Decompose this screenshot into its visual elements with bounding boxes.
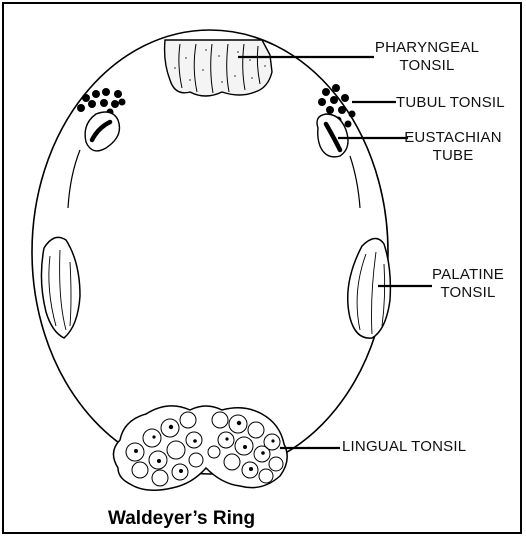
eustachian-tube-label-line1: EUSTACHIAN bbox=[400, 129, 506, 147]
left-eustachian-tube-shape bbox=[68, 112, 120, 208]
lingual-tonsil-shape bbox=[113, 406, 287, 490]
palatine-tonsil-label-line2: TONSIL bbox=[428, 284, 508, 302]
tubul-tonsil-label-text: TUBUL TONSIL bbox=[396, 94, 505, 111]
eustachian-tube-label-line2: TUBE bbox=[400, 147, 506, 165]
lingual-tonsil-label: LINGUAL TONSIL bbox=[342, 438, 466, 456]
eustachian-tube-label: EUSTACHIAN TUBE bbox=[400, 129, 506, 165]
pharyngeal-tonsil-label: PHARYNGEAL TONSIL bbox=[372, 39, 482, 75]
diagram-title: Waldeyer’s Ring bbox=[108, 508, 255, 530]
left-tubal-tonsil-dots bbox=[77, 88, 126, 116]
pharyngeal-tonsil-label-line2: TONSIL bbox=[372, 57, 482, 75]
pharyngeal-tonsil-label-line1: PHARYNGEAL bbox=[372, 39, 482, 57]
right-eustachian-tube-shape bbox=[317, 114, 360, 208]
right-palatine-tonsil-shape bbox=[348, 238, 391, 338]
palatine-tonsil-label: PALATINE TONSIL bbox=[428, 266, 508, 302]
left-palatine-tonsil-shape bbox=[41, 237, 80, 338]
lingual-tonsil-label-text: LINGUAL TONSIL bbox=[342, 438, 466, 455]
pharyngeal-tonsil-shape bbox=[165, 40, 272, 96]
tubul-tonsil-label: TUBUL TONSIL bbox=[396, 94, 505, 112]
palatine-tonsil-label-line1: PALATINE bbox=[428, 266, 508, 284]
